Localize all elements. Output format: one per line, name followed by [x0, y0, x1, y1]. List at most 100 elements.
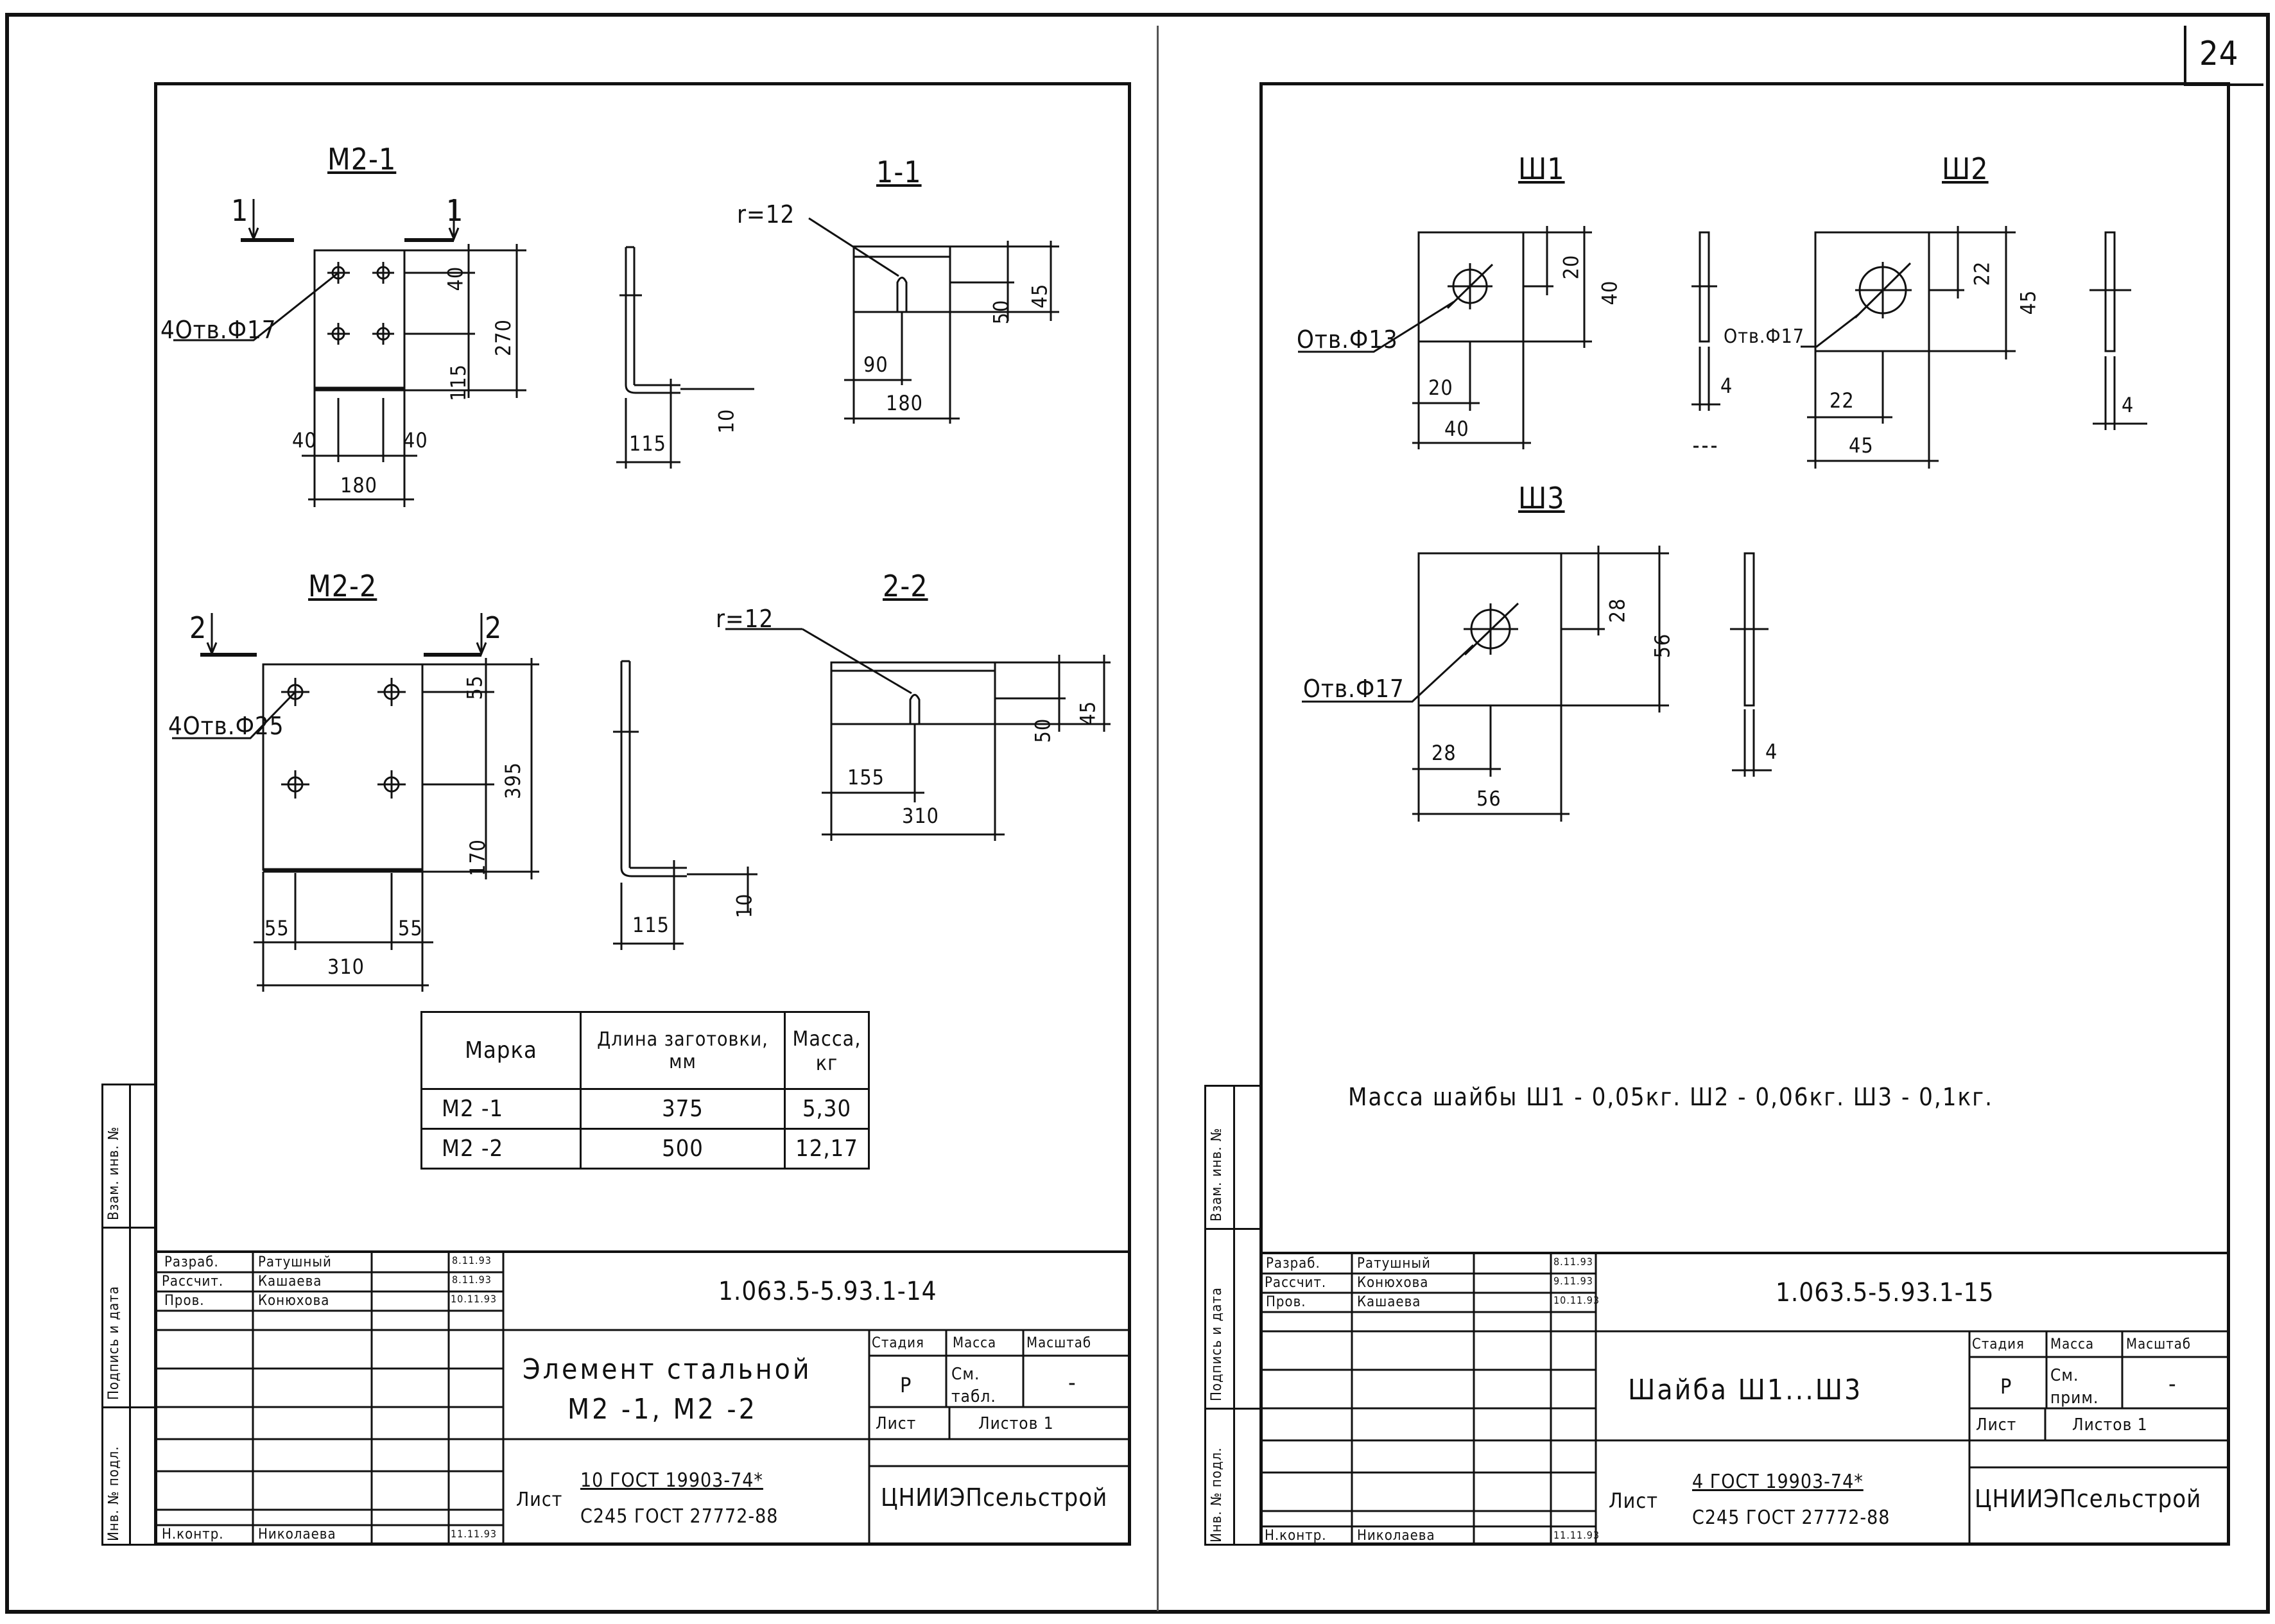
- material-line1: 10 ГОСТ 19903-74*: [580, 1469, 763, 1492]
- dim-s22-155: 155: [847, 765, 885, 790]
- dim-sh1-20v: 20: [1559, 254, 1584, 280]
- dim-m22-55b: 55: [398, 916, 423, 940]
- s22-section: [831, 662, 995, 724]
- drawing-code: 1.063.5-5.93.1-14: [718, 1277, 937, 1306]
- cut2-left: 2: [189, 610, 207, 645]
- scale-value: -: [1068, 1370, 1077, 1396]
- dim-m22-170: 170: [465, 839, 490, 876]
- sh2-plate: [1815, 232, 1929, 351]
- dim-s11-180: 180: [886, 391, 923, 415]
- material-label: Лист: [1609, 1489, 1658, 1513]
- sh3-title: Ш3: [1518, 481, 1565, 515]
- dim-sh2-4: 4: [2122, 393, 2134, 417]
- stamp-row-name: Конюхова: [258, 1293, 330, 1309]
- dim-sh2-45v: 45: [2016, 289, 2041, 315]
- dim-sh3-56h: 56: [1476, 786, 1501, 811]
- dim-m22-310: 310: [327, 955, 365, 979]
- m22-title: М2-2: [308, 569, 377, 603]
- drawing-code: 1.063.5-5.93.1-15: [1776, 1278, 1994, 1308]
- stamp-nkontr-date: 11.11.93: [1553, 1529, 1600, 1541]
- table-cell: 12,17: [784, 1128, 870, 1170]
- list-label: Лист: [876, 1414, 917, 1433]
- stamp-row-label: Разраб.: [164, 1254, 219, 1270]
- stamp-nkontr-name: Николаева: [1357, 1528, 1435, 1544]
- dim-m21-180: 180: [340, 473, 377, 497]
- mass-table-header-mark: Марка: [420, 1011, 582, 1090]
- sec22-title: 2-2: [883, 569, 928, 603]
- dim-m21-side-115: 115: [629, 431, 666, 456]
- organization: ЦНИИЭПсельстрой: [1975, 1485, 2202, 1513]
- stage-value: Р: [900, 1373, 912, 1397]
- mass-table-header-mass: Масса, кг: [784, 1011, 870, 1090]
- r2-label: r=12: [716, 605, 774, 633]
- stamp-row-date: 9.11.93: [1553, 1275, 1593, 1287]
- dim-s22-45: 45: [1075, 700, 1100, 726]
- drawing-title: Шайба Ш1...Ш3: [1628, 1374, 1863, 1406]
- stamp-row-label: Рассчит.: [162, 1274, 224, 1290]
- left-drawing-frame: [154, 82, 1131, 1546]
- material-line2: С245 ГОСТ 27772-88: [580, 1505, 779, 1528]
- stamp-row-date: 10.11.93: [451, 1293, 497, 1305]
- dim-s11-90: 90: [863, 352, 888, 377]
- lists-label: Листов 1: [978, 1414, 1054, 1433]
- r1-label: r=12: [737, 200, 795, 229]
- table-cell: М2 -1: [420, 1088, 582, 1130]
- cut1-right: 1: [446, 193, 464, 228]
- right-title-block: Разраб. Ратушный 8.11.93 Рассчит. Конюхо…: [1262, 1252, 2227, 1546]
- dim-m22-55-top: 55: [462, 675, 487, 700]
- dim-sh1-20h: 20: [1428, 376, 1453, 400]
- m21-plate: [315, 250, 404, 390]
- dim-s11-50: 50: [989, 299, 1014, 325]
- dim-sh3-28h: 28: [1432, 741, 1457, 765]
- sh1-title: Ш1: [1518, 151, 1565, 186]
- right-drawings: [1155, 0, 2272, 899]
- left-drawings: [0, 0, 1155, 1220]
- stamp-row-name: Ратушный: [258, 1254, 332, 1270]
- drawing-title-line1: Элемент стальной: [523, 1353, 812, 1386]
- dim-s22-310: 310: [902, 804, 939, 828]
- stamp-row-name: Конюхова: [1357, 1275, 1429, 1291]
- stamp-row-date: 8.11.93: [1553, 1256, 1593, 1268]
- organization: ЦНИИЭПсельстрой: [881, 1483, 1108, 1512]
- material-label: Лист: [516, 1489, 563, 1511]
- m21-title: М2-1: [327, 142, 397, 177]
- sh2-title: Ш2: [1942, 151, 1989, 186]
- stamp-nkontr-name: Николаева: [258, 1526, 336, 1542]
- m21-holes-label: 4Отв.Ф17: [160, 316, 277, 344]
- stamp-row-name: Ратушный: [1357, 1256, 1431, 1272]
- right-side-strip: Взам. инв. № Подпись и дата Инв. № подл.: [1204, 1085, 1262, 1546]
- stamp-row-label: Разраб.: [1266, 1256, 1320, 1272]
- center-fold-line: [1157, 26, 1159, 1611]
- dim-s11-45: 45: [1027, 283, 1052, 309]
- stamp-row-date: 8.11.93: [452, 1274, 492, 1286]
- dim-m21-40a: 40: [292, 428, 317, 453]
- stamp-row-label: Пров.: [1266, 1294, 1306, 1310]
- mass-note: Масса шайбы Ш1 - 0,05кг. Ш2 - 0,06кг. Ш3…: [1348, 1083, 1993, 1111]
- stamp-row-date: 8.11.93: [452, 1254, 492, 1266]
- stage-header: Стадия: [872, 1335, 924, 1351]
- scale-header: Масштаб: [1026, 1335, 1092, 1351]
- sh2-hole-label: Отв.Ф17: [1724, 325, 1805, 348]
- material-line2: С245 ГОСТ 27772-88: [1692, 1507, 1890, 1529]
- dim-sh1-4: 4: [1720, 374, 1733, 398]
- sheet-number: 24: [2199, 35, 2239, 73]
- stamp-row-name: Кашаева: [1357, 1294, 1421, 1310]
- dim-m22-395: 395: [500, 762, 525, 799]
- m21-holes: [327, 262, 394, 345]
- dim-sh3-28v: 28: [1605, 598, 1630, 623]
- sec11-title: 1-1: [876, 155, 922, 189]
- stamp-row-name: Кашаева: [258, 1274, 322, 1290]
- dim-m21-115: 115: [445, 364, 471, 401]
- table-cell: 500: [580, 1128, 786, 1170]
- sh3-hole-label: Отв.Ф17: [1303, 675, 1405, 703]
- side-label-inv: Инв. № подл.: [1209, 1447, 1225, 1542]
- dim-m22-side-10: 10: [732, 893, 757, 919]
- stamp-nkontr-date: 11.11.93: [451, 1528, 497, 1540]
- mass-table-header-length: Длина заготовки, мм: [580, 1011, 786, 1090]
- left-title-block: Разраб. Ратушный 8.11.93 Рассчит. Кашаев…: [157, 1250, 1129, 1546]
- scale-header: Масштаб: [2126, 1336, 2192, 1352]
- stage-header: Стадия: [1972, 1336, 2025, 1352]
- stage-value: Р: [2000, 1374, 2012, 1399]
- m22-holes-label: 4Отв.Ф25: [168, 712, 284, 740]
- mass-header: Масса: [953, 1335, 997, 1351]
